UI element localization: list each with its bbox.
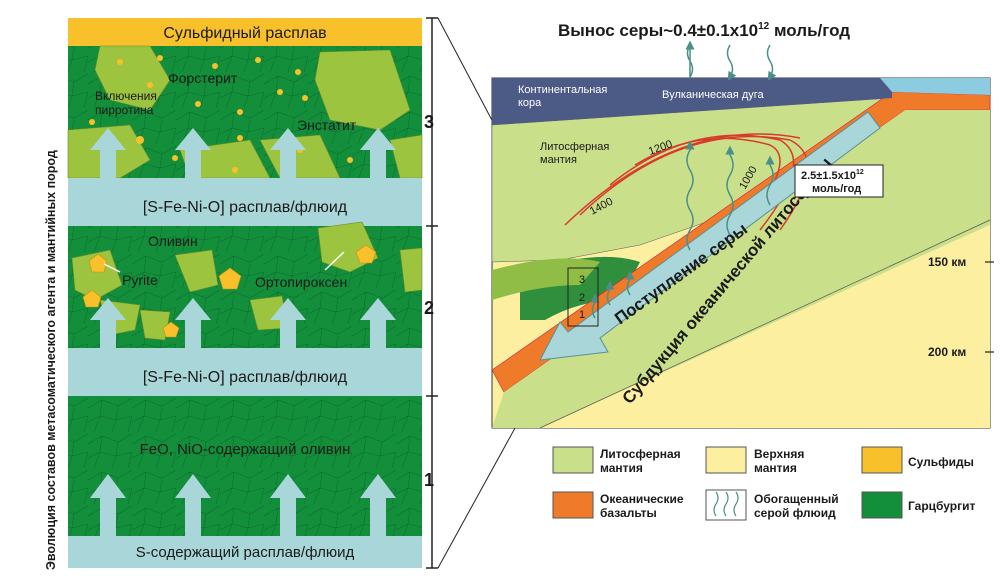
fluid-band-upper xyxy=(68,178,422,226)
sulfide-melt-band xyxy=(68,18,422,46)
s-fluid-band xyxy=(68,536,422,568)
side-title: Эволюция составов метасоматического аген… xyxy=(44,150,58,570)
fluid-band-lower xyxy=(68,348,422,396)
legend-label-lithospheric-1: Литосферная xyxy=(600,447,681,461)
pyrite-label: Pyrite xyxy=(122,272,158,288)
legend-swatch-basalts xyxy=(552,491,594,519)
orthopyroxene-label: Ортопироксен xyxy=(255,274,347,290)
s-fluid-label: S-содержащий расплав/флюид xyxy=(136,544,355,561)
legend-label-harzburgite: Гарцбургит xyxy=(908,499,976,513)
feo-olivine-label: FeO, NiO-содержащий оливин xyxy=(140,441,351,458)
forsterite-label: Форстерит xyxy=(168,70,238,86)
continental-crust-label-1: Континентальная xyxy=(518,84,607,96)
input-rate-value: 2.5±1.5x1012 xyxy=(801,169,864,182)
sulfur-output-title: Вынос серы~0.4±0.1x1012 моль/год xyxy=(558,21,850,40)
continental-crust-label-2: кора xyxy=(518,97,542,109)
legend-label-basalts-2: базальты xyxy=(600,506,657,520)
legend-label-upper-mantle-1: Верхняя xyxy=(754,447,804,461)
level-brackets xyxy=(426,17,438,569)
lithospheric-mantle-label-2: мантия xyxy=(540,154,577,166)
legend-label-basalts-1: Океанические xyxy=(600,492,684,506)
legend-label-fluid-1: Обогащенный xyxy=(754,492,839,506)
level1-number: 1 xyxy=(424,470,434,490)
subduction-diagram: 1200 1400 1000 Поступление серы Субдукци… xyxy=(491,21,994,429)
up-arrows-3 xyxy=(90,128,396,190)
left-column: Сульфидный расплав Форстерит Включения п… xyxy=(67,17,571,569)
legend-swatch-lithospheric xyxy=(552,446,594,474)
legend-fluid-icon xyxy=(713,491,739,517)
level2-number: 2 xyxy=(424,298,434,318)
legend-label-fluid-2: серой флюид xyxy=(754,506,836,520)
zoom-box xyxy=(567,267,599,327)
input-rate-unit: моль/год xyxy=(812,183,861,195)
legend-swatch-sulfides xyxy=(861,446,903,474)
pyrite-pentagons xyxy=(82,244,377,338)
legend-swatch-upper-mantle xyxy=(705,446,747,474)
box-level-3: 3 xyxy=(579,274,585,286)
legend: Литосферная мантия Верхняя мантия Сульфи… xyxy=(552,446,976,521)
legend-label-sulfides: Сульфиды xyxy=(908,455,974,469)
depth-150: 150 км xyxy=(928,255,966,269)
legend-label-upper-mantle-2: мантия xyxy=(754,461,797,475)
lithospheric-mantle-label-1: Литосферная xyxy=(540,141,609,153)
olivine-label: Оливин xyxy=(148,233,198,249)
up-arrows-1 xyxy=(90,474,396,545)
fluid-upper-label: [S-Fe-Ni-O] расплав/флюид xyxy=(143,199,348,216)
up-arrows-2 xyxy=(90,298,396,355)
input-rate-box xyxy=(794,164,884,198)
legend-swatch-harzburgite xyxy=(861,491,903,519)
inclusions-label-1: Включения xyxy=(95,89,157,103)
inclusions-label-2: пирротина xyxy=(95,103,154,117)
fluid-lower-label: [S-Fe-Ni-O] расплав/флюид xyxy=(143,369,348,386)
box-level-1: 1 xyxy=(579,309,585,321)
enstatite-label: Энстатит xyxy=(297,117,357,133)
box-level-2: 2 xyxy=(579,292,585,304)
sulfide-melt-label: Сульфидный расплав xyxy=(163,25,326,42)
depth-200: 200 км xyxy=(928,345,966,359)
legend-label-lithospheric-2: мантия xyxy=(600,461,643,475)
level3-number: 3 xyxy=(424,112,434,132)
volcanic-arc-label: Вулканическая дуга xyxy=(662,89,765,101)
fluid-arrows xyxy=(590,40,777,319)
